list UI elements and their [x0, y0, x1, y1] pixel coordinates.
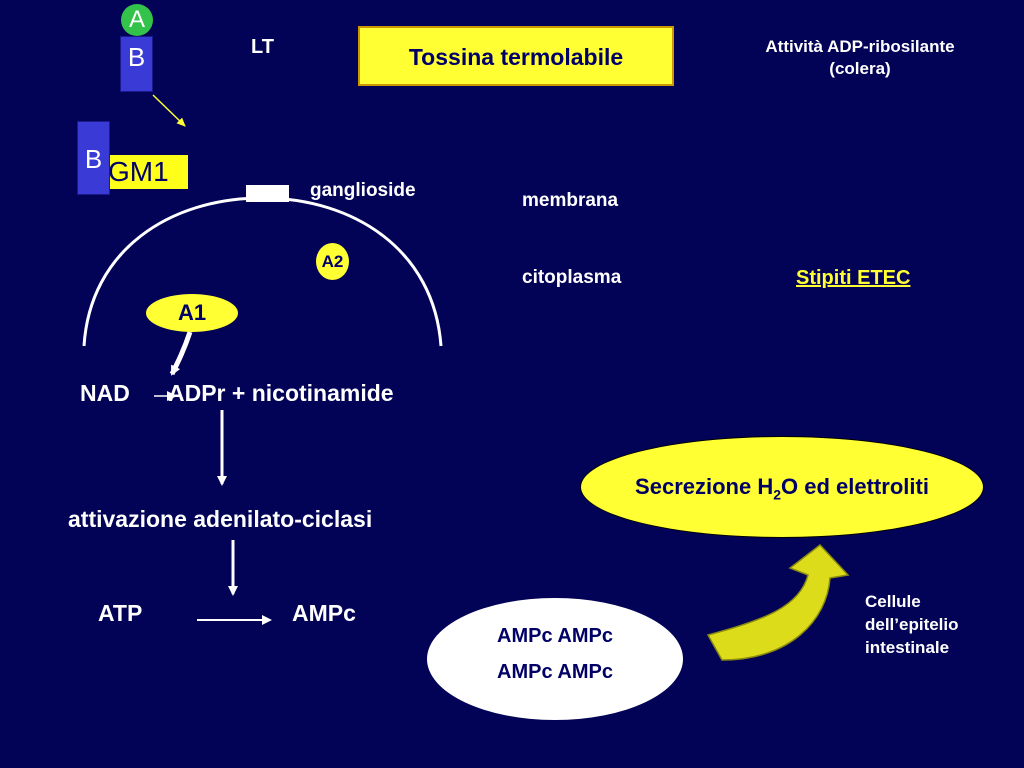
- a2-subunit: A2: [316, 243, 349, 280]
- citoplasma-label: citoplasma: [522, 267, 622, 288]
- gm1-receptor-label: GM1: [104, 155, 188, 189]
- activity-line-1: Attività ADP-ribosilante: [765, 37, 955, 56]
- subunit-b-bound: B: [77, 121, 110, 195]
- a1-to-reaction-arrow: [169, 331, 193, 376]
- secretion-prefix: Secrezione H: [635, 474, 774, 499]
- epithelium-line-2: dell’epitelio: [865, 615, 959, 634]
- ampc-cloud-line-2: AMPc AMPc: [497, 661, 613, 683]
- ampc-label: AMPc: [292, 600, 356, 626]
- secretion-subscript: 2: [773, 486, 782, 503]
- subunit-b-free: B: [120, 36, 153, 92]
- ganglioside-receptor: [246, 185, 289, 202]
- reaction-products: ADPr + nicotinamide: [168, 380, 394, 406]
- binding-arrow: [152, 94, 186, 127]
- atp-label: ATP: [98, 600, 143, 626]
- a1-subunit: A1: [146, 294, 238, 332]
- etec-strains-label: Stipiti ETEC: [796, 267, 911, 289]
- nad-label: NAD: [80, 380, 130, 406]
- epithelium-line-3: intestinale: [865, 638, 950, 657]
- membrana-label: membrana: [522, 190, 619, 211]
- ampc-cloud-line-1: AMPc AMPc: [497, 625, 613, 647]
- activity-line-2: (colera): [829, 59, 891, 78]
- activity-description: Attività ADP-ribosilante (colera): [728, 36, 992, 80]
- adenylate-cyclase-activation: attivazione adenilato-ciclasi: [68, 506, 373, 532]
- toxin-title-box: Tossina termolabile: [358, 26, 674, 86]
- epithelium-label: Cellule dell’epitelio intestinale: [865, 590, 959, 659]
- secretion-suffix: O ed elettroliti: [781, 474, 929, 499]
- secretion-ellipse: Secrezione H2O ed elettroliti: [580, 436, 984, 538]
- cell-membrane-arc: [82, 196, 443, 347]
- epithelium-line-1: Cellule: [865, 592, 921, 611]
- ampc-cloud: AMPc AMPc AMPc AMPc: [427, 598, 683, 720]
- toxin-abbrev: LT: [251, 36, 274, 58]
- subunit-a-circle: A: [121, 4, 153, 36]
- ganglioside-label: ganglioside: [310, 180, 416, 201]
- curved-yellow-arrow: [706, 543, 850, 661]
